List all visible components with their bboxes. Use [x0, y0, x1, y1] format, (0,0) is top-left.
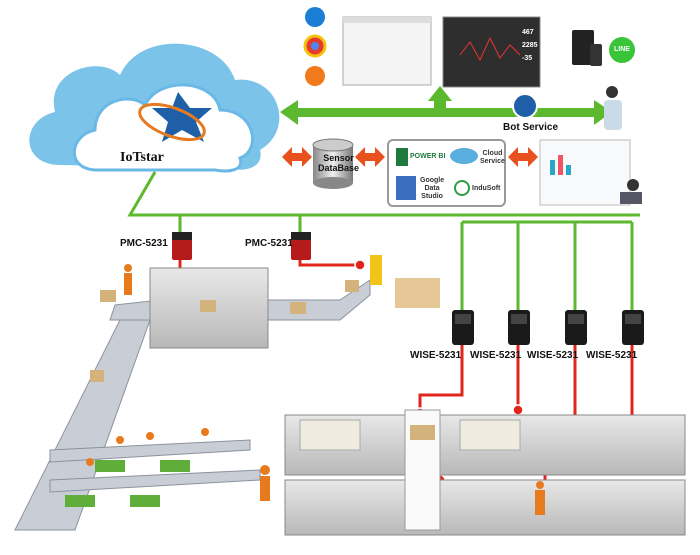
wise-device-4	[622, 310, 644, 345]
power-bi-icon	[396, 148, 408, 166]
wise-label-2: WISE-5231	[470, 350, 522, 361]
wise-label-3: WISE-5231	[527, 350, 579, 361]
sensor-database-icon	[312, 138, 354, 189]
wise-device-2	[508, 310, 530, 345]
indusoft-icon	[454, 180, 470, 196]
cloud	[29, 43, 280, 173]
user-with-laptop	[620, 179, 642, 204]
user-with-tablet	[604, 86, 622, 130]
pmc-label-1: PMC-5231	[120, 238, 168, 249]
pmc-label-2: PMC-5231	[245, 238, 293, 249]
tablet-icon	[572, 30, 594, 65]
wise-device-3	[565, 310, 587, 345]
factory-workers	[86, 264, 545, 515]
internet-explorer-icon	[305, 7, 325, 27]
wise-label-1: WISE-5231	[410, 350, 462, 361]
pmc-device-2	[291, 232, 311, 260]
robot-arm	[370, 255, 382, 285]
firefox-icon	[305, 66, 325, 86]
iotstar-logo-text: IoTstar	[120, 150, 164, 165]
pallet-boxes	[395, 278, 440, 308]
network-lines	[127, 171, 640, 310]
analytics-dashboard-screenshot	[539, 139, 631, 206]
indusoft-label: InduSoft	[472, 185, 501, 192]
wise-device-1	[452, 310, 474, 345]
cloud-to-clients-arrow	[280, 86, 612, 125]
iotstar-logo	[138, 92, 212, 142]
data-exchange-arrows	[282, 147, 538, 167]
line-app-icon	[609, 37, 635, 63]
plant-trays	[65, 460, 190, 507]
wise-label-4: WISE-5231	[586, 350, 638, 361]
line-label: LINE	[614, 46, 630, 53]
bot-service-icon	[512, 93, 538, 119]
power-bi-label: POWER BI	[410, 153, 446, 160]
monitoring-dashboard-screenshot	[442, 16, 541, 88]
web-dashboard-screenshot	[342, 16, 432, 86]
bot-service-label: Bot Service	[503, 122, 559, 133]
google-data-studio-icon	[396, 176, 416, 200]
pmc-device-1	[172, 232, 192, 260]
production-line-machines	[284, 409, 686, 536]
phone-icon	[590, 44, 602, 66]
cloud-service-icon	[450, 148, 478, 164]
conveyor-system	[14, 267, 440, 531]
